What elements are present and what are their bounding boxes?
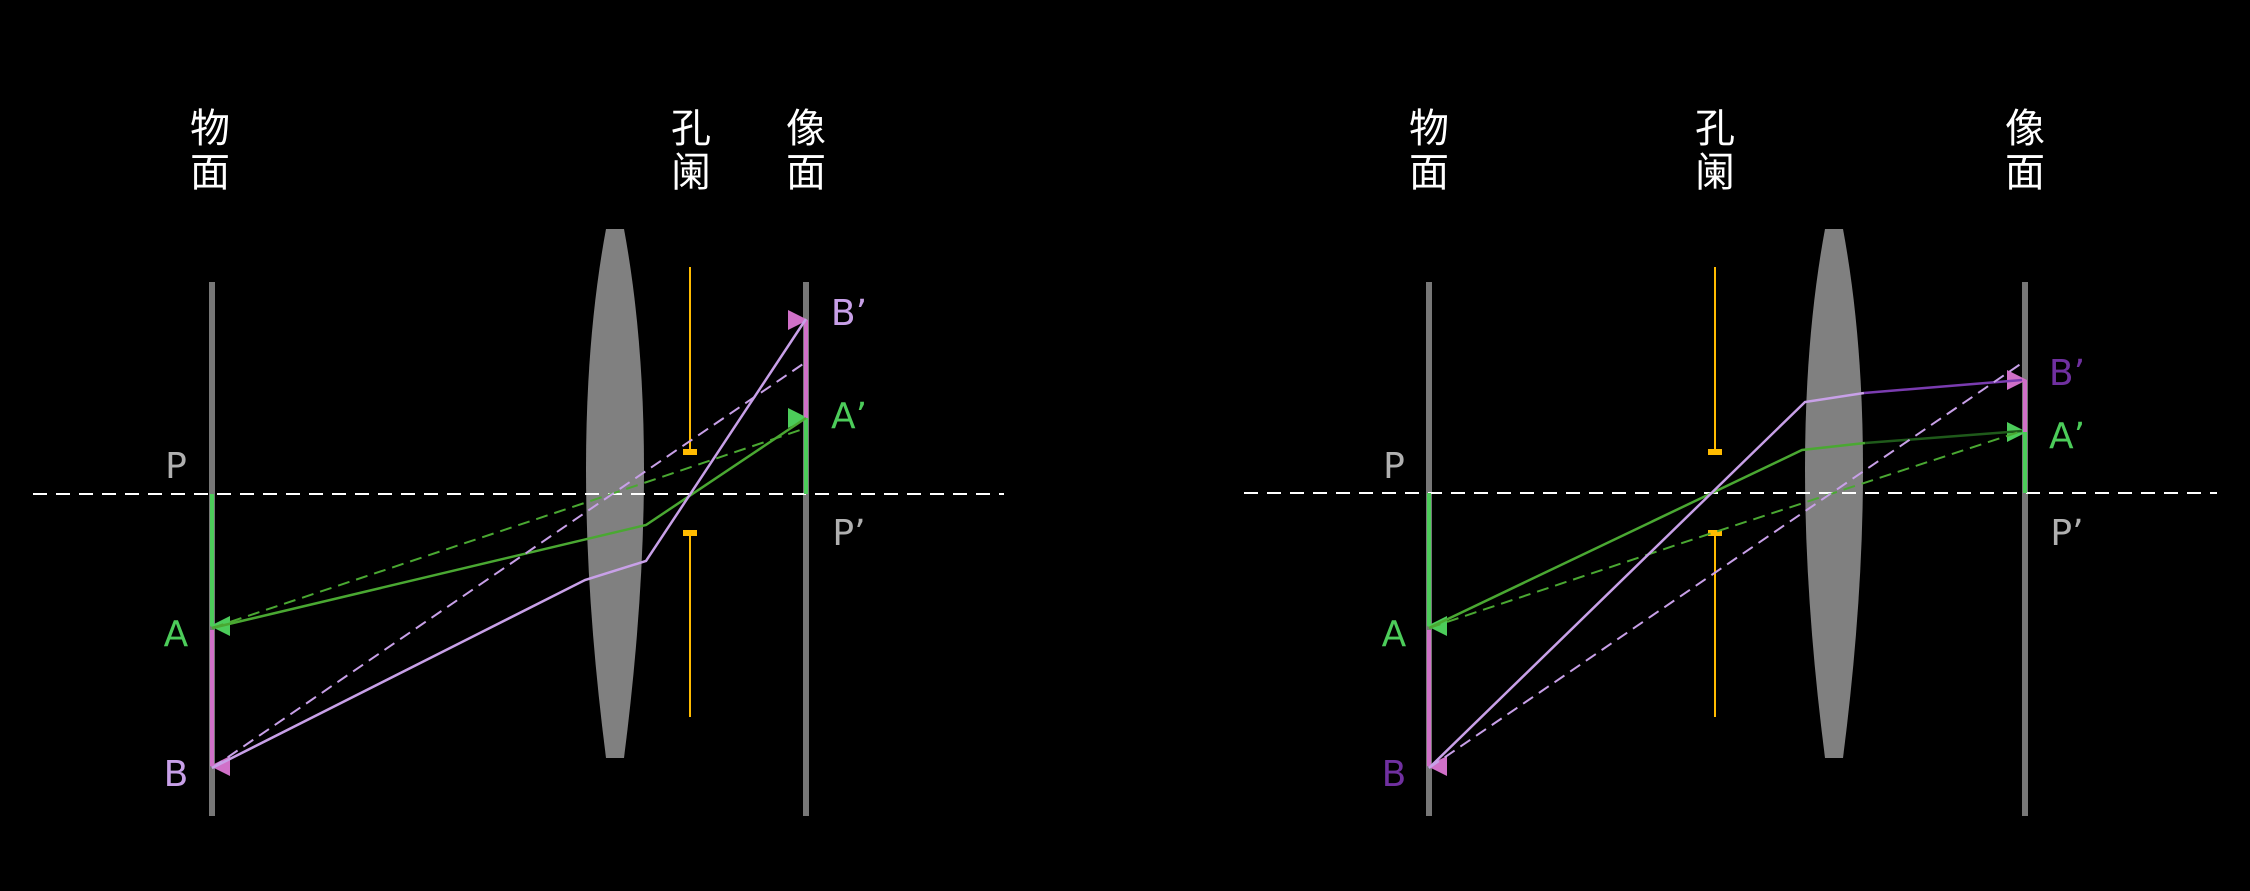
- label-a-prime: A’: [2049, 416, 2085, 457]
- ray-b-dashed: [211, 363, 804, 769]
- heading-aperture-stop: 孔 阑: [671, 106, 711, 196]
- heading-char: 像: [786, 106, 826, 152]
- heading-image-plane: 像 面: [786, 106, 826, 196]
- heading-char: 面: [1409, 150, 1449, 196]
- heading-char: 面: [190, 150, 230, 196]
- ray-b-chief: [211, 318, 808, 770]
- heading-char: 阑: [671, 150, 711, 196]
- ray-a-chief: [211, 416, 807, 630]
- ray-a-dashed: [1428, 430, 2023, 629]
- label-p-prime: P’: [832, 513, 865, 554]
- label-b: B: [1382, 754, 1407, 795]
- ray-a-chief: [1428, 441, 1866, 630]
- label-b-prime: B’: [2049, 353, 2085, 394]
- heading-char: 孔: [1695, 106, 1735, 152]
- heading-char: 像: [2005, 106, 2045, 152]
- label-a: A: [1382, 614, 1407, 655]
- heading-char: 面: [786, 150, 826, 196]
- ray-a-dashed: [211, 427, 807, 629]
- heading-aperture-stop: 孔 阑: [1695, 106, 1735, 196]
- heading-char: 阑: [1695, 150, 1735, 196]
- panel-right: 物 面 孔 阑 像 面 P A B B’ A’ P’: [1244, 106, 2217, 816]
- heading-char: 孔: [671, 106, 711, 152]
- stop-upper-edge: [683, 449, 697, 455]
- label-b: B: [164, 754, 189, 795]
- heading-object-plane: 物 面: [1409, 106, 1449, 196]
- heading-object-plane: 物 面: [190, 106, 230, 196]
- panel-left: 物 面 孔 阑 像 面 P A B B’ A’ P’: [33, 106, 1004, 816]
- heading-char: 物: [1409, 106, 1449, 152]
- stop-lower-edge: [683, 530, 697, 536]
- label-b-prime: B’: [831, 293, 867, 334]
- heading-image-plane: 像 面: [2005, 106, 2045, 196]
- label-p-prime: P’: [2050, 513, 2083, 554]
- label-p: P: [165, 446, 187, 487]
- ray-a-chief-image-side: [1864, 429, 2023, 445]
- heading-char: 面: [2005, 150, 2045, 196]
- ray-b-dashed: [1428, 362, 2023, 769]
- stop-lower-edge: [1708, 530, 1722, 536]
- stop-upper-edge: [1708, 449, 1722, 455]
- label-p: P: [1383, 446, 1405, 487]
- label-a: A: [164, 614, 189, 655]
- ray-b-chief-image-side: [1863, 378, 2023, 395]
- heading-char: 物: [190, 106, 230, 152]
- label-a-prime: A’: [831, 396, 867, 437]
- ray-b-chief: [1428, 391, 1865, 769]
